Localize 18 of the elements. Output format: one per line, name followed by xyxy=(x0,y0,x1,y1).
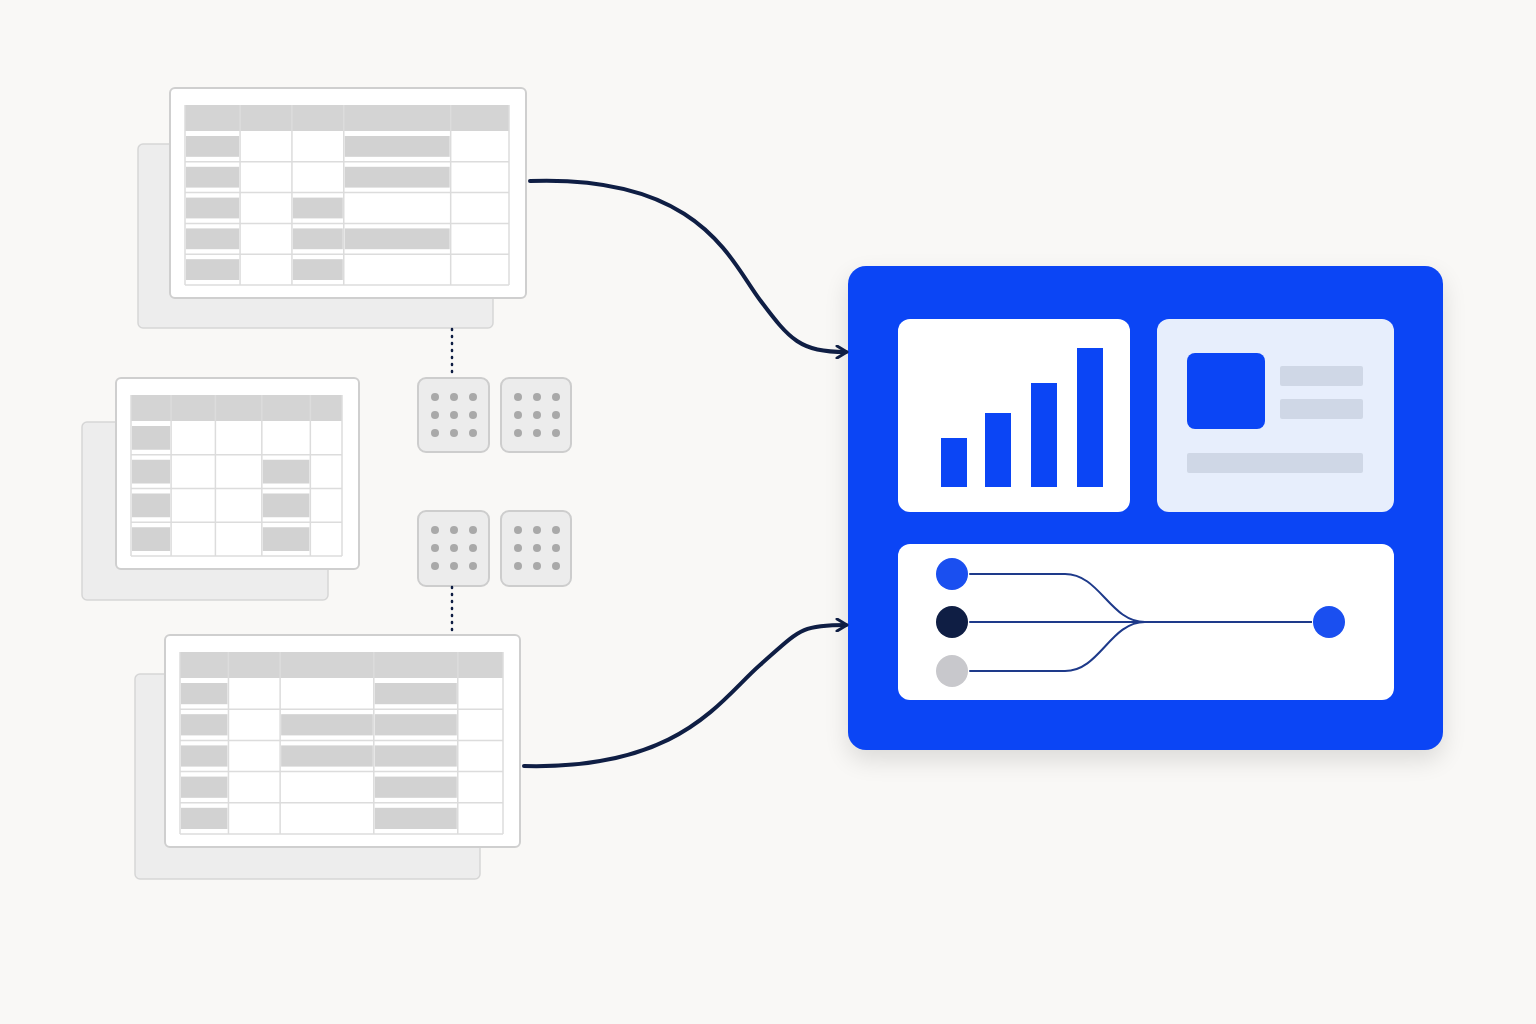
bar-chart-card xyxy=(898,319,1130,512)
dot-grid-tile xyxy=(417,377,490,453)
spreadsheet-drawing xyxy=(134,634,521,880)
node-circle xyxy=(936,655,968,687)
dot-grid-tile xyxy=(417,510,490,587)
dashboard-panel xyxy=(848,266,1443,750)
node-circle xyxy=(936,606,968,638)
dot-grid-tile xyxy=(500,510,572,587)
dot-grid-tile xyxy=(500,377,572,453)
arrow xyxy=(528,179,849,360)
node-circle xyxy=(1313,606,1345,638)
arrow xyxy=(522,617,849,768)
spreadsheet-drawing xyxy=(81,377,360,601)
connector-line xyxy=(969,621,1312,672)
flow-card xyxy=(898,544,1394,700)
spreadsheet-drawing xyxy=(137,87,527,329)
profile-card xyxy=(1157,319,1394,512)
node-circle xyxy=(936,558,968,590)
